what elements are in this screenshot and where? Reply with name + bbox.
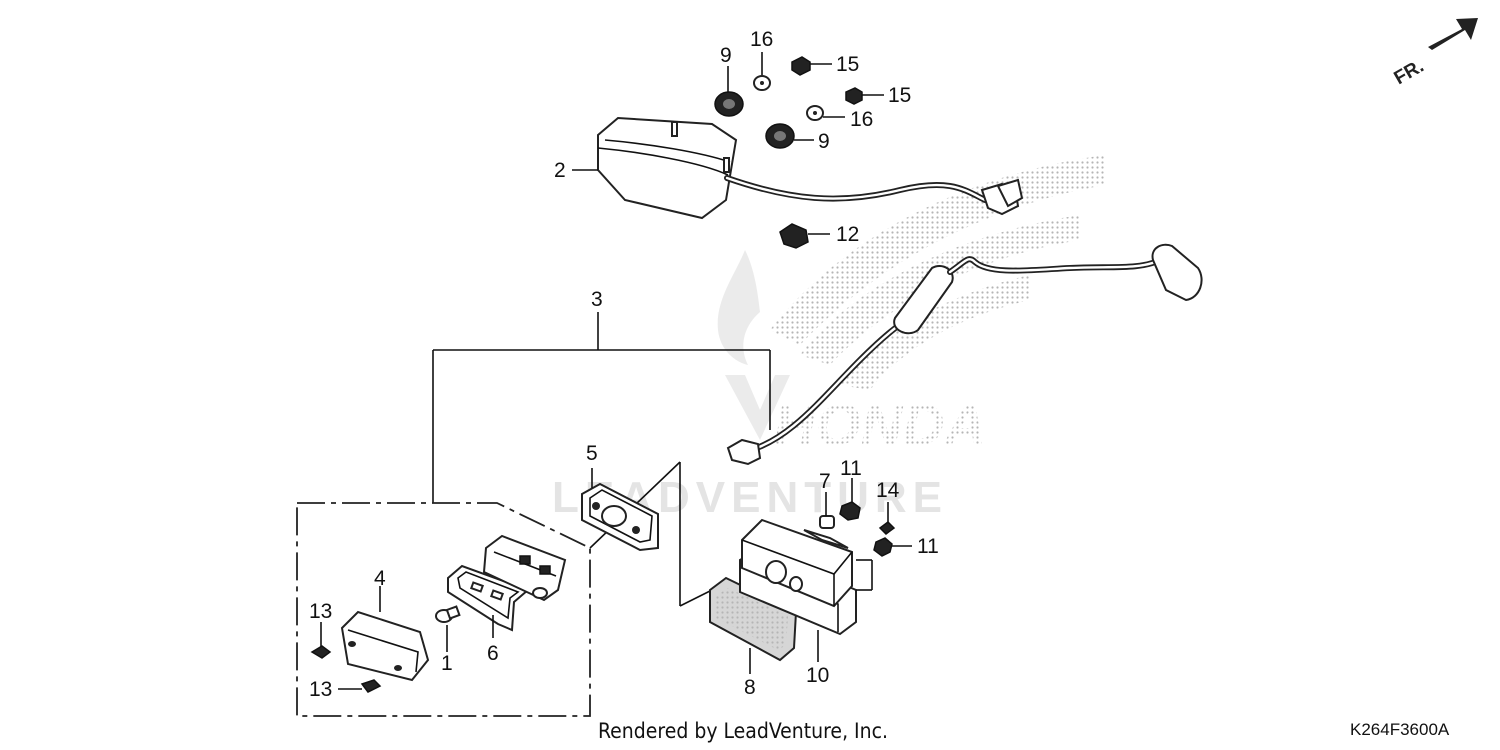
callout-10: 10 [806, 664, 829, 687]
part-11-nut-lower [873, 537, 912, 557]
part-8-reflector [709, 576, 798, 674]
license-light-wire-harness [726, 243, 1203, 466]
part-12-clip [779, 223, 830, 249]
callout-leaders [572, 66, 729, 171]
callout-labels: 1 2 3 4 5 6 7 8 9 9 10 11 11 12 13 13 14… [309, 28, 939, 701]
callout-2: 2 [554, 159, 566, 182]
part-15-nut-upper [791, 56, 832, 76]
callout-11-lower: 11 [917, 535, 939, 558]
part-15-nut-lower [845, 87, 884, 105]
license-light-socket-housing [482, 534, 567, 602]
honda-watermark: HONDA [717, 155, 1105, 458]
honda-watermark-text: HONDA [774, 393, 987, 458]
callout-16-upper: 16 [750, 28, 773, 51]
part-1-bulb [435, 605, 461, 652]
callout-15-upper: 15 [836, 53, 859, 76]
callout-15-lower: 15 [888, 84, 911, 107]
callout-8: 8 [744, 676, 756, 699]
part-13-screw-lower [338, 679, 382, 693]
callout-3: 3 [591, 288, 603, 311]
part-14-screw [878, 502, 896, 535]
callout-14: 14 [876, 479, 900, 502]
part-16-washer-upper [753, 52, 771, 91]
callout-9-lower: 9 [818, 130, 830, 153]
callout-13-upper: 13 [309, 600, 332, 623]
part-4-lens-cover [340, 586, 430, 682]
part-5-gasket-plate [581, 468, 659, 552]
part-2-taillight [597, 116, 1024, 220]
callout-9-upper: 9 [720, 44, 732, 67]
diagram-code: K264F3600A [1350, 720, 1450, 739]
callout-16-lower: 16 [850, 108, 873, 131]
part-9-grommet-upper [714, 91, 744, 117]
callout-12: 12 [836, 223, 859, 246]
callout-11-upper: 11 [840, 457, 862, 480]
part-11-nut-upper [839, 478, 861, 521]
callout-7: 7 [819, 470, 831, 493]
rendered-by-text: Rendered by LeadVenture, Inc. [598, 719, 888, 743]
part-9-grommet-lower [765, 123, 814, 149]
part-7-license-bracket [741, 492, 873, 608]
part-6-gasket [447, 564, 530, 638]
callout-1: 1 [441, 652, 453, 675]
direction-label: FR. [1391, 56, 1428, 89]
callout-13-lower: 13 [309, 678, 332, 701]
part-16-washer-lower [806, 105, 845, 121]
front-direction-arrow-icon: FR. [1391, 18, 1478, 89]
part-3-bracket [432, 312, 771, 503]
part-13-screw-upper [310, 622, 332, 659]
callout-5: 5 [586, 442, 598, 465]
callout-4: 4 [374, 567, 386, 590]
callout-6: 6 [487, 642, 499, 665]
